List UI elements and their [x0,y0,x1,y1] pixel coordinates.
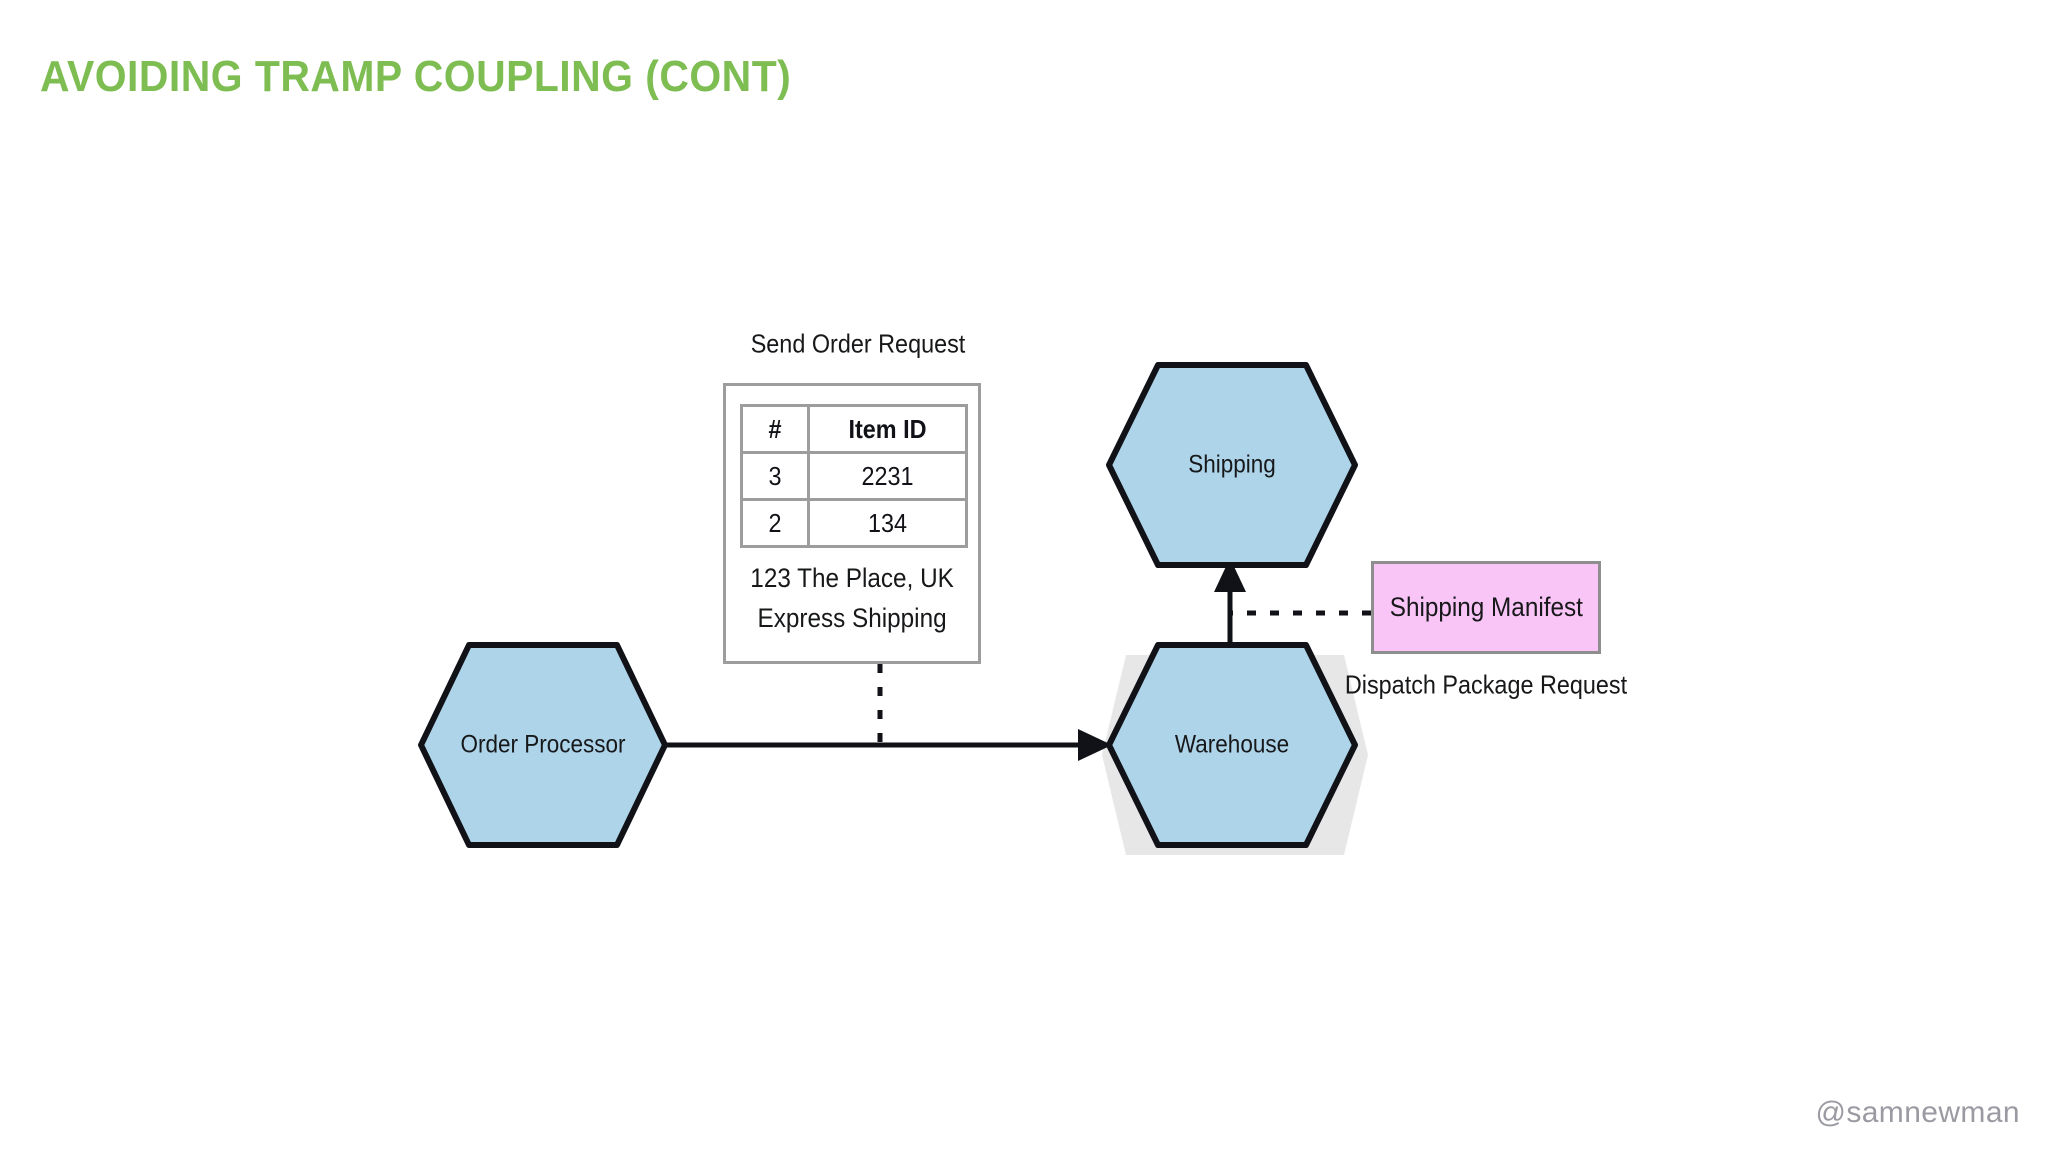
table-row: 3 2231 [740,451,968,501]
shipping-manifest-box[interactable]: Shipping Manifest [1371,561,1601,654]
table-cell-quantity: 2 [740,498,810,548]
table-cell-item-id: 2231 [807,451,968,501]
table-header-cell-item-id: Item ID [807,404,968,454]
edge-label-send-order-request: Send Order Request [750,328,966,359]
payload-table: # Item ID 3 2231 2 134 [740,404,968,548]
table-cell-quantity: 3 [740,451,810,501]
node-order-processor[interactable] [418,642,668,848]
shipping-manifest-label: Shipping Manifest [1389,592,1583,622]
table-header-cell-number: # [740,404,810,454]
table-cell-item-id: 134 [807,498,968,548]
payload-service-line: Express Shipping [757,603,947,633]
warehouse-to-shipping-arrowhead [1214,558,1246,592]
node-warehouse[interactable] [1106,642,1358,848]
table-row: 2 134 [740,498,968,548]
payload-address-line: 123 The Place, UK [750,563,954,593]
order-to-warehouse-arrowhead [1078,729,1112,761]
node-shipping[interactable] [1106,362,1358,568]
edge-label-dispatch-package-request: Dispatch Package Request [1344,669,1628,700]
page-title: AVOIDING TRAMP COUPLING (CONT) [40,52,792,101]
watermark-handle: @samnewman [1815,1096,2020,1129]
order-request-payload-box: # Item ID 3 2231 2 134 [723,383,981,664]
table-header-row: # Item ID [740,404,968,454]
